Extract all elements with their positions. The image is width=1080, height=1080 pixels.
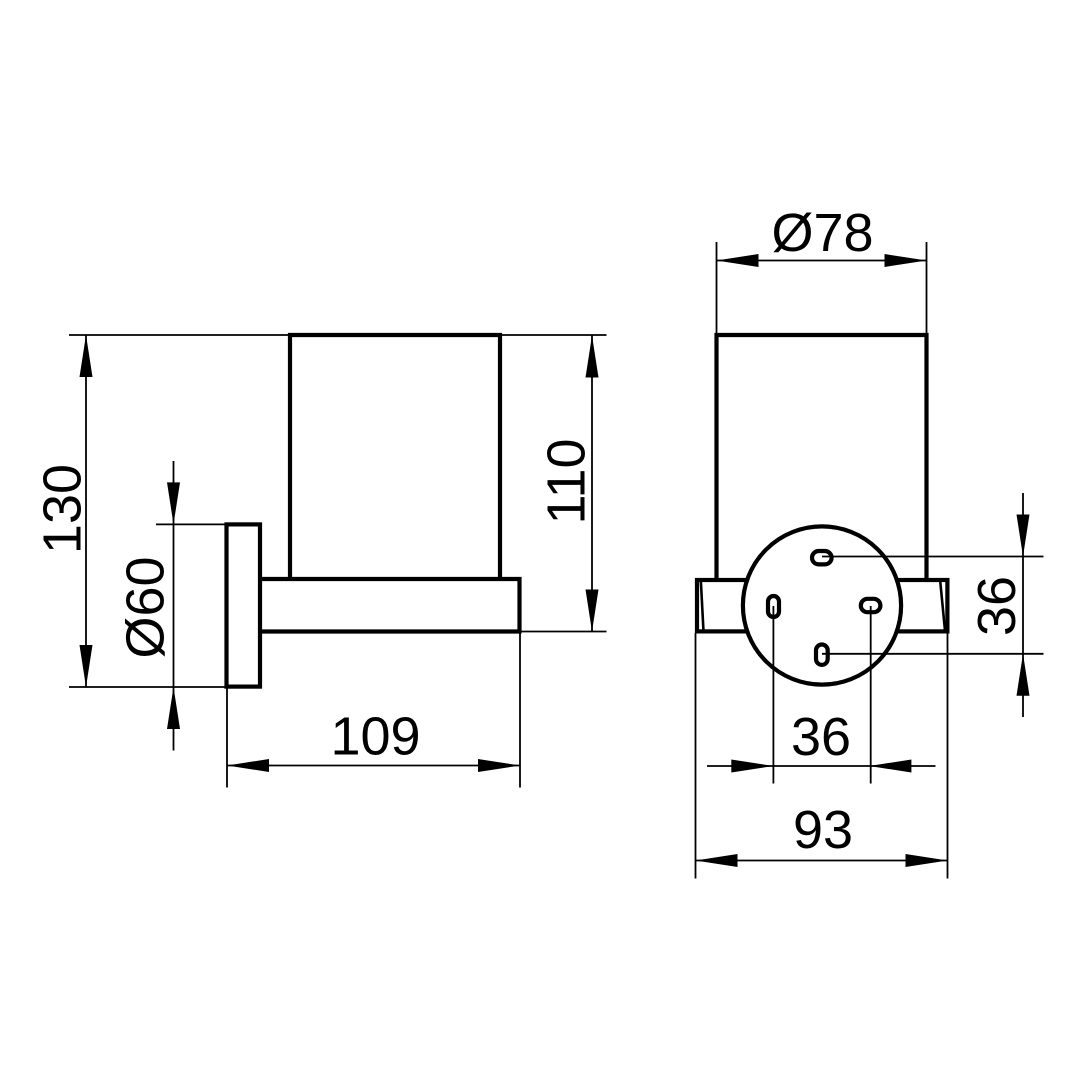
mount-slot-top [809, 548, 834, 567]
front-view-mount-circle [740, 524, 904, 687]
front-view-cup [714, 332, 929, 582]
side-view-cup [287, 332, 503, 581]
dimension-overall-width-93: 93 [694, 633, 949, 879]
arrowhead-up-icon [167, 687, 180, 729]
arrowhead-down-icon [1016, 514, 1030, 557]
arrowhead-up-icon [585, 335, 599, 378]
dimension-hole-spacing-horizontal-36: 36 [707, 707, 936, 773]
arrowhead-down-icon [585, 589, 599, 632]
arrowhead-right-icon [731, 759, 774, 773]
arrowhead-left-icon [695, 854, 738, 867]
arrowhead-right-icon [884, 254, 927, 267]
side-view: 130 Ø60 110 109 [33, 332, 607, 788]
arrowhead-up-icon [1016, 653, 1030, 696]
front-view-band-left-chamfer [699, 581, 705, 630]
dimension-overall-height-130: 130 [33, 334, 290, 688]
dimension-cup-height-110: 110 [500, 334, 607, 633]
arrowhead-up-icon [79, 335, 93, 377]
dimension-label-130: 130 [33, 464, 93, 554]
dimension-label-36-horizontal: 36 [791, 707, 851, 767]
dimension-label-36-vertical: 36 [967, 576, 1027, 636]
front-view: Ø78 93 [694, 203, 1044, 879]
dimension-label-d60: Ø60 [116, 556, 176, 658]
dimension-label-109: 109 [330, 707, 420, 767]
front-view-band-right-chamfer [939, 581, 947, 630]
mount-slot-bottom [813, 642, 830, 667]
arrowhead-down-icon [79, 645, 93, 687]
arrowhead-down-icon [167, 482, 180, 525]
side-view-holder-arm [258, 576, 522, 634]
dimension-depth-109: 109 [226, 631, 521, 788]
dimension-hole-spacing-vertical-36: 36 [967, 493, 1030, 717]
dimension-cup-diameter-78: Ø78 [715, 203, 928, 335]
arrowhead-right-icon [905, 854, 948, 867]
dimension-label-110: 110 [537, 438, 597, 524]
arrowhead-right-icon [478, 759, 520, 772]
dimension-label-93: 93 [793, 800, 853, 860]
dimension-plate-diameter-60: Ø60 [116, 461, 227, 751]
dimension-label-d78: Ø78 [771, 203, 873, 263]
arrowhead-left-icon [716, 254, 759, 267]
arrowhead-left-icon [227, 759, 269, 772]
arrowhead-left-icon [869, 759, 912, 773]
side-view-wall-plate [224, 522, 263, 689]
